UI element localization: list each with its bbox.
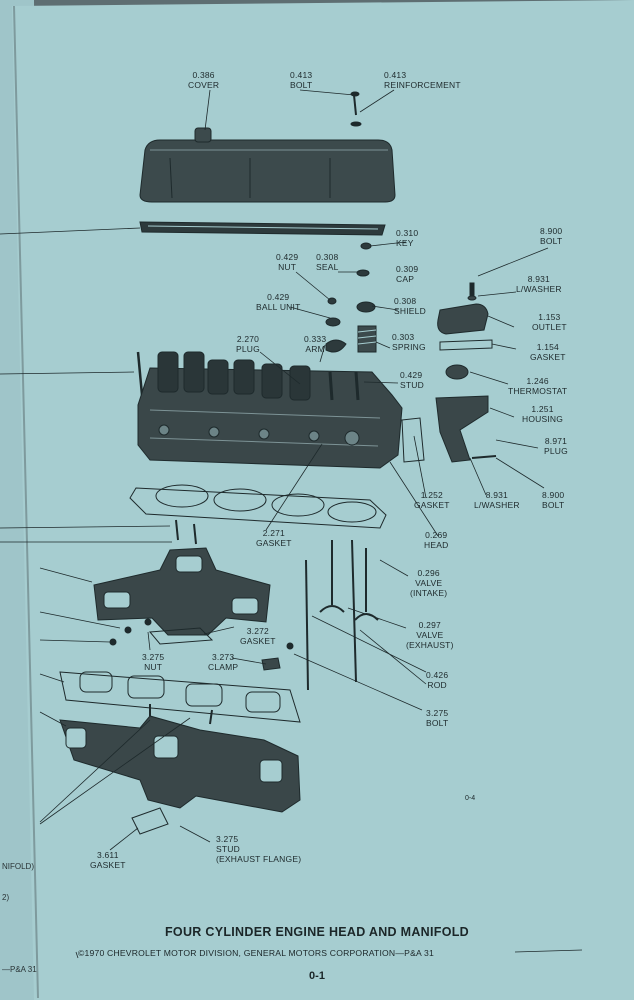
copyright-line: ©1970 CHEVROLET MOTOR DIVISION, GENERAL … (78, 948, 435, 958)
cylinder-head-drawing (137, 351, 403, 469)
figure-number: 0-4 (465, 795, 476, 802)
left-page-footer-fragment: —P&A 31 (2, 965, 37, 974)
head-gasket-drawing (129, 484, 387, 529)
leader-lines (0, 89, 583, 959)
page-title: FOUR CYLINDER ENGINE HEAD AND MANIFOLD (165, 925, 469, 939)
page-spine-shadow (13, 5, 39, 999)
left-page-manifold-fragment: NIFOLD) (2, 862, 34, 871)
small-gasket-drawing (109, 618, 294, 671)
valve-cover-drawing (139, 127, 396, 236)
head-bolt-drawing (136, 351, 144, 396)
intake-manifold-drawing (93, 519, 271, 636)
valves-drawing (305, 539, 379, 691)
exhaust-manifold-drawing (59, 704, 301, 835)
rocker-small-parts-drawing (325, 242, 377, 353)
left-page-number-fragment: 2) (2, 893, 10, 902)
bolt-reinforcement-drawing (350, 91, 362, 127)
manifold-gasket-drawing (59, 671, 301, 723)
page-number: 0-1 (309, 970, 325, 982)
thermostat-housing-drawing (401, 282, 497, 463)
